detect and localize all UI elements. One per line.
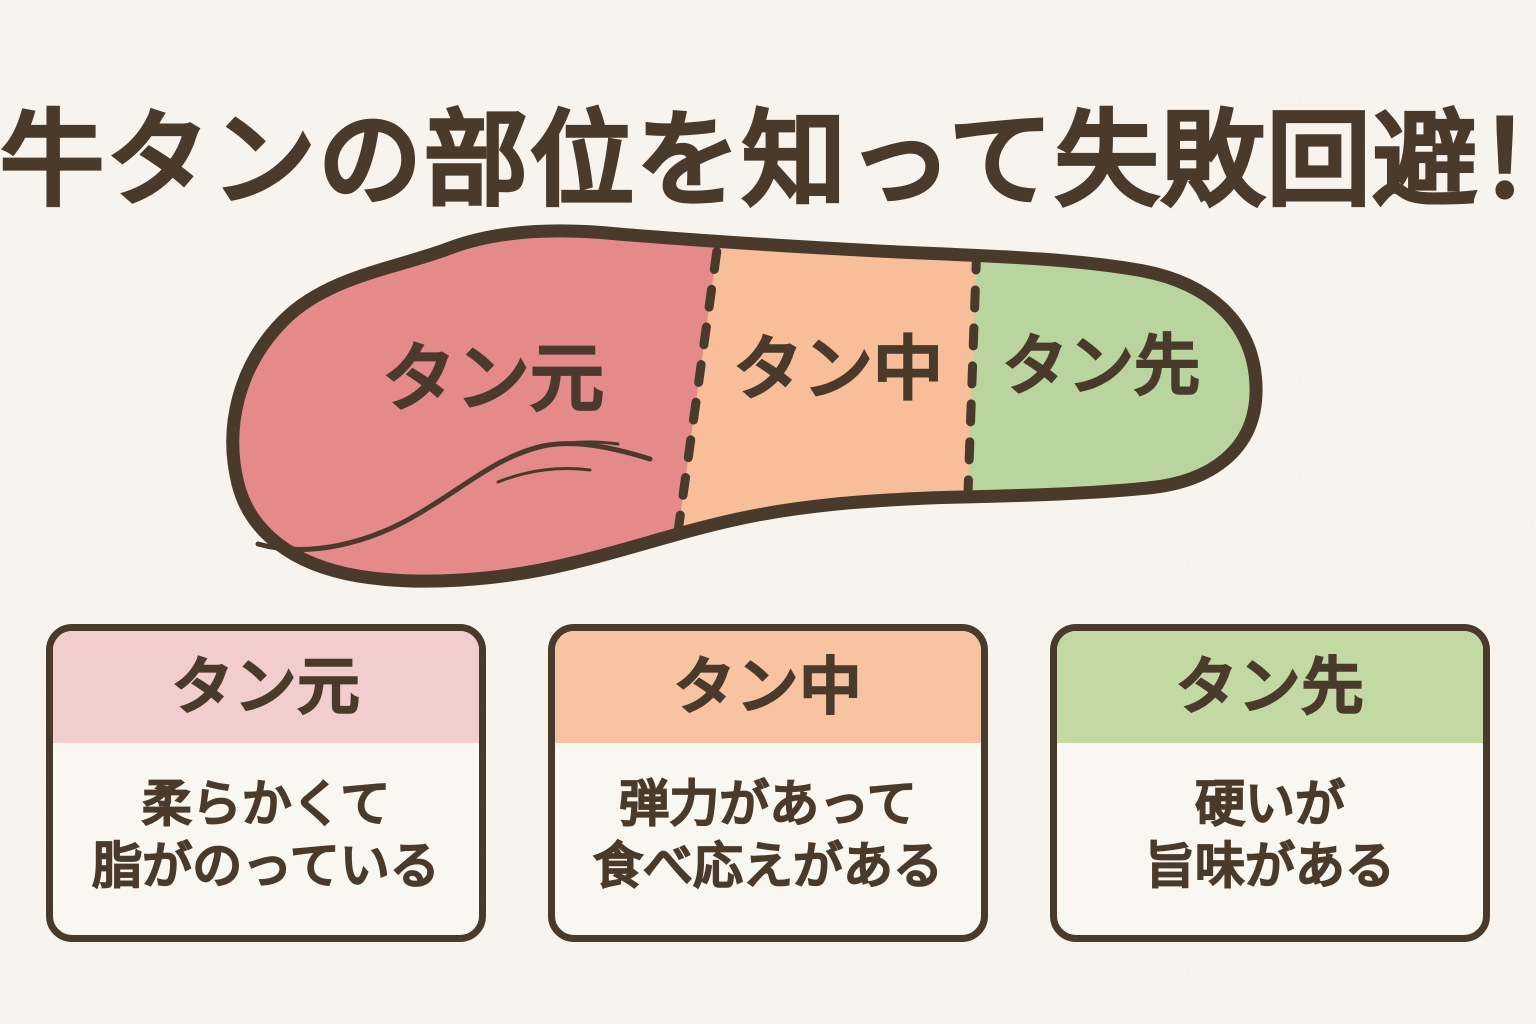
card-line: 旨味がある — [1144, 836, 1395, 895]
card-header-tan-naka: タン中 — [555, 631, 981, 743]
beef-tongue-diagram: タン元 タン中 タン先 — [198, 214, 1268, 604]
tongue-label-tan-saki: タン先 — [1002, 328, 1200, 405]
card-tan-naka: タン中 弾力があって 食べ応えがある — [548, 624, 988, 942]
tongue-label-tan-moto: タン元 — [382, 336, 604, 422]
card-line: 硬いが — [1194, 774, 1345, 833]
tongue-label-tan-naka: タン中 — [733, 328, 943, 410]
info-cards-row: タン元 柔らかくて 脂がのっている タン中 弾力があって 食べ応えがある タン先… — [46, 624, 1490, 942]
card-line: 弾力があって — [619, 774, 918, 833]
card-line: 食べ応えがある — [592, 836, 943, 895]
card-header-tan-saki: タン先 — [1057, 631, 1483, 743]
card-header-tan-moto: タン元 — [53, 631, 479, 743]
card-line: 脂がのっている — [92, 836, 441, 895]
card-body-tan-naka: 弾力があって 食べ応えがある — [555, 743, 981, 935]
card-heading-label: タン中 — [673, 650, 863, 723]
title-area: 牛タンの部位を知って失敗回避！ — [0, 34, 1536, 286]
tongue-crease-1 — [526, 440, 620, 452]
card-tan-moto: タン元 柔らかくて 脂がのっている — [46, 624, 486, 942]
tongue-fold-line — [255, 441, 653, 552]
card-line: 柔らかくて — [141, 774, 391, 833]
tongue-crease-2 — [496, 467, 592, 484]
page-title: 牛タンの部位を知って失敗回避！ — [0, 98, 1536, 221]
card-tan-saki: タン先 硬いが 旨味がある — [1050, 624, 1490, 942]
tongue-outline — [226, 224, 1263, 588]
card-heading-label: タン元 — [171, 650, 361, 723]
card-body-tan-saki: 硬いが 旨味がある — [1057, 743, 1483, 935]
divider-moto-naka — [663, 230, 727, 582]
card-heading-label: タン先 — [1175, 650, 1365, 723]
card-body-tan-moto: 柔らかくて 脂がのっている — [53, 743, 479, 935]
